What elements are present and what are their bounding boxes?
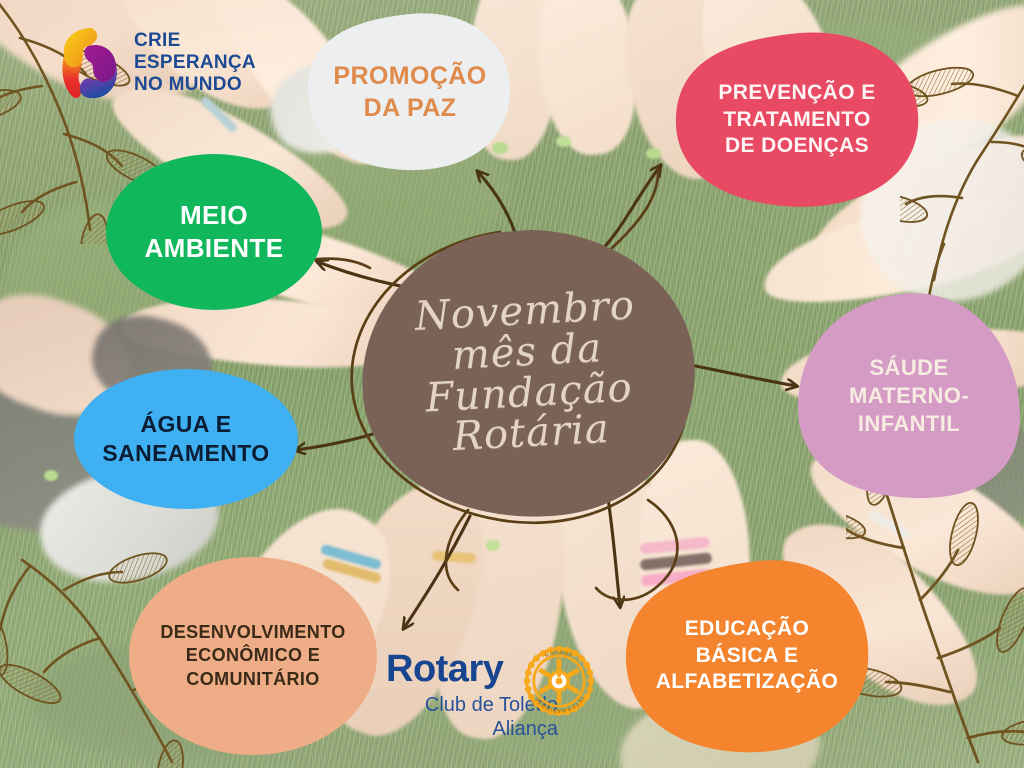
label-line: COMUNITÁRIO	[186, 668, 320, 689]
area-label: ÁGUA E SANEAMENTO	[102, 410, 269, 469]
label-line: DA PAZ	[363, 94, 457, 122]
area-label: EDUCAÇÃO BÁSICA E ALFABETIZAÇÃO	[656, 616, 839, 697]
area-label: PROMOÇÃO DA PAZ	[333, 60, 486, 124]
label-line: DE DOENÇAS	[724, 134, 869, 158]
label-line: EDUCAÇÃO	[684, 616, 810, 640]
label-line: ECONÔMICO E	[185, 645, 321, 666]
crie-esperanca-wordmark: CRIE ESPERANÇA NO MUNDO	[134, 30, 308, 96]
area-blob-educacao-basica-alfabetizacao[interactable]: EDUCAÇÃO BÁSICA E ALFABETIZAÇÃO	[622, 558, 872, 754]
blob-shape	[129, 557, 377, 755]
center-headline: Novembro mês da Fundação Rotária	[414, 283, 642, 461]
area-blob-desenvolvimento-economico-comunitario[interactable]: DESENVOLVIMENTO ECONÔMICO E COMUNITÁRIO	[128, 556, 378, 756]
rotary-club-logo: Rotary Club de Toledo Aliança	[378, 646, 628, 754]
label-line: BÁSICA E	[695, 643, 799, 667]
label-line: INFANTIL	[857, 411, 961, 437]
area-label: DESENVOLVIMENTO ECONÔMICO E COMUNITÁRIO	[160, 621, 345, 690]
blob-shape	[106, 154, 322, 310]
logo-line-1: CRIE ESPERANÇA	[133, 30, 256, 74]
blob-shape	[675, 32, 919, 207]
area-blob-saude-materno-infantil[interactable]: SÁUDE MATERNO- INFANTIL	[796, 292, 1022, 500]
label-line: ALFABETIZAÇÃO	[655, 670, 839, 694]
blob-shape	[798, 293, 1020, 499]
blob-shape	[74, 369, 298, 509]
nail	[646, 148, 661, 159]
label-line: DESENVOLVIMENTO	[160, 622, 346, 643]
label-line: ÁGUA E	[140, 410, 232, 437]
label-line: PREVENÇÃO E	[718, 80, 876, 104]
label-line: TRATAMENTO	[723, 107, 871, 131]
label-line: SANEAMENTO	[102, 440, 270, 466]
area-label: SÁUDE MATERNO- INFANTIL	[849, 354, 969, 438]
label-line: MEIO	[179, 199, 249, 230]
label-line: AMBIENTE	[144, 233, 284, 263]
label-line: SÁUDE	[869, 354, 949, 380]
area-label: PREVENÇÃO E TRATAMENTO DE DOENÇAS	[718, 80, 875, 161]
nail	[556, 136, 571, 147]
blob-shape	[625, 560, 869, 753]
rotary-wheel-top-text: ROTARY	[544, 650, 573, 659]
blob-shape	[307, 13, 511, 171]
area-blob-agua-e-saneamento[interactable]: ÁGUA E SANEAMENTO	[72, 368, 300, 510]
rotary-wheel-icon: ROTARY INTERNATIONAL	[524, 646, 594, 716]
club-line-2: Aliança	[492, 717, 558, 740]
nail	[486, 540, 500, 551]
center-blob: Novembro mês da Fundação Rotária	[358, 228, 698, 518]
area-blob-meio-ambiente[interactable]: MEIO AMBIENTE	[104, 152, 324, 312]
area-label: MEIO AMBIENTE	[145, 199, 284, 266]
rotary-club-name: Club de Toledo Aliança	[378, 694, 558, 741]
area-blob-prevencao-tratamento-doencas[interactable]: PREVENÇÃO E TRATAMENTO DE DOENÇAS	[672, 30, 922, 210]
crie-esperanca-logo: CRIE ESPERANÇA NO MUNDO	[58, 22, 308, 104]
nail	[44, 470, 58, 481]
area-blob-promocao-da-paz[interactable]: PROMOÇÃO DA PAZ	[306, 12, 514, 172]
logo-line-2: NO MUNDO	[133, 73, 242, 95]
rotary-wordmark: Rotary	[386, 648, 504, 690]
club-line-1: Club de Toledo	[424, 694, 558, 716]
label-line: MATERNO-	[848, 382, 970, 408]
label-line: PROMOÇÃO	[333, 62, 487, 90]
crie-esperanca-swirl-icon	[62, 28, 117, 99]
nail	[492, 142, 508, 154]
